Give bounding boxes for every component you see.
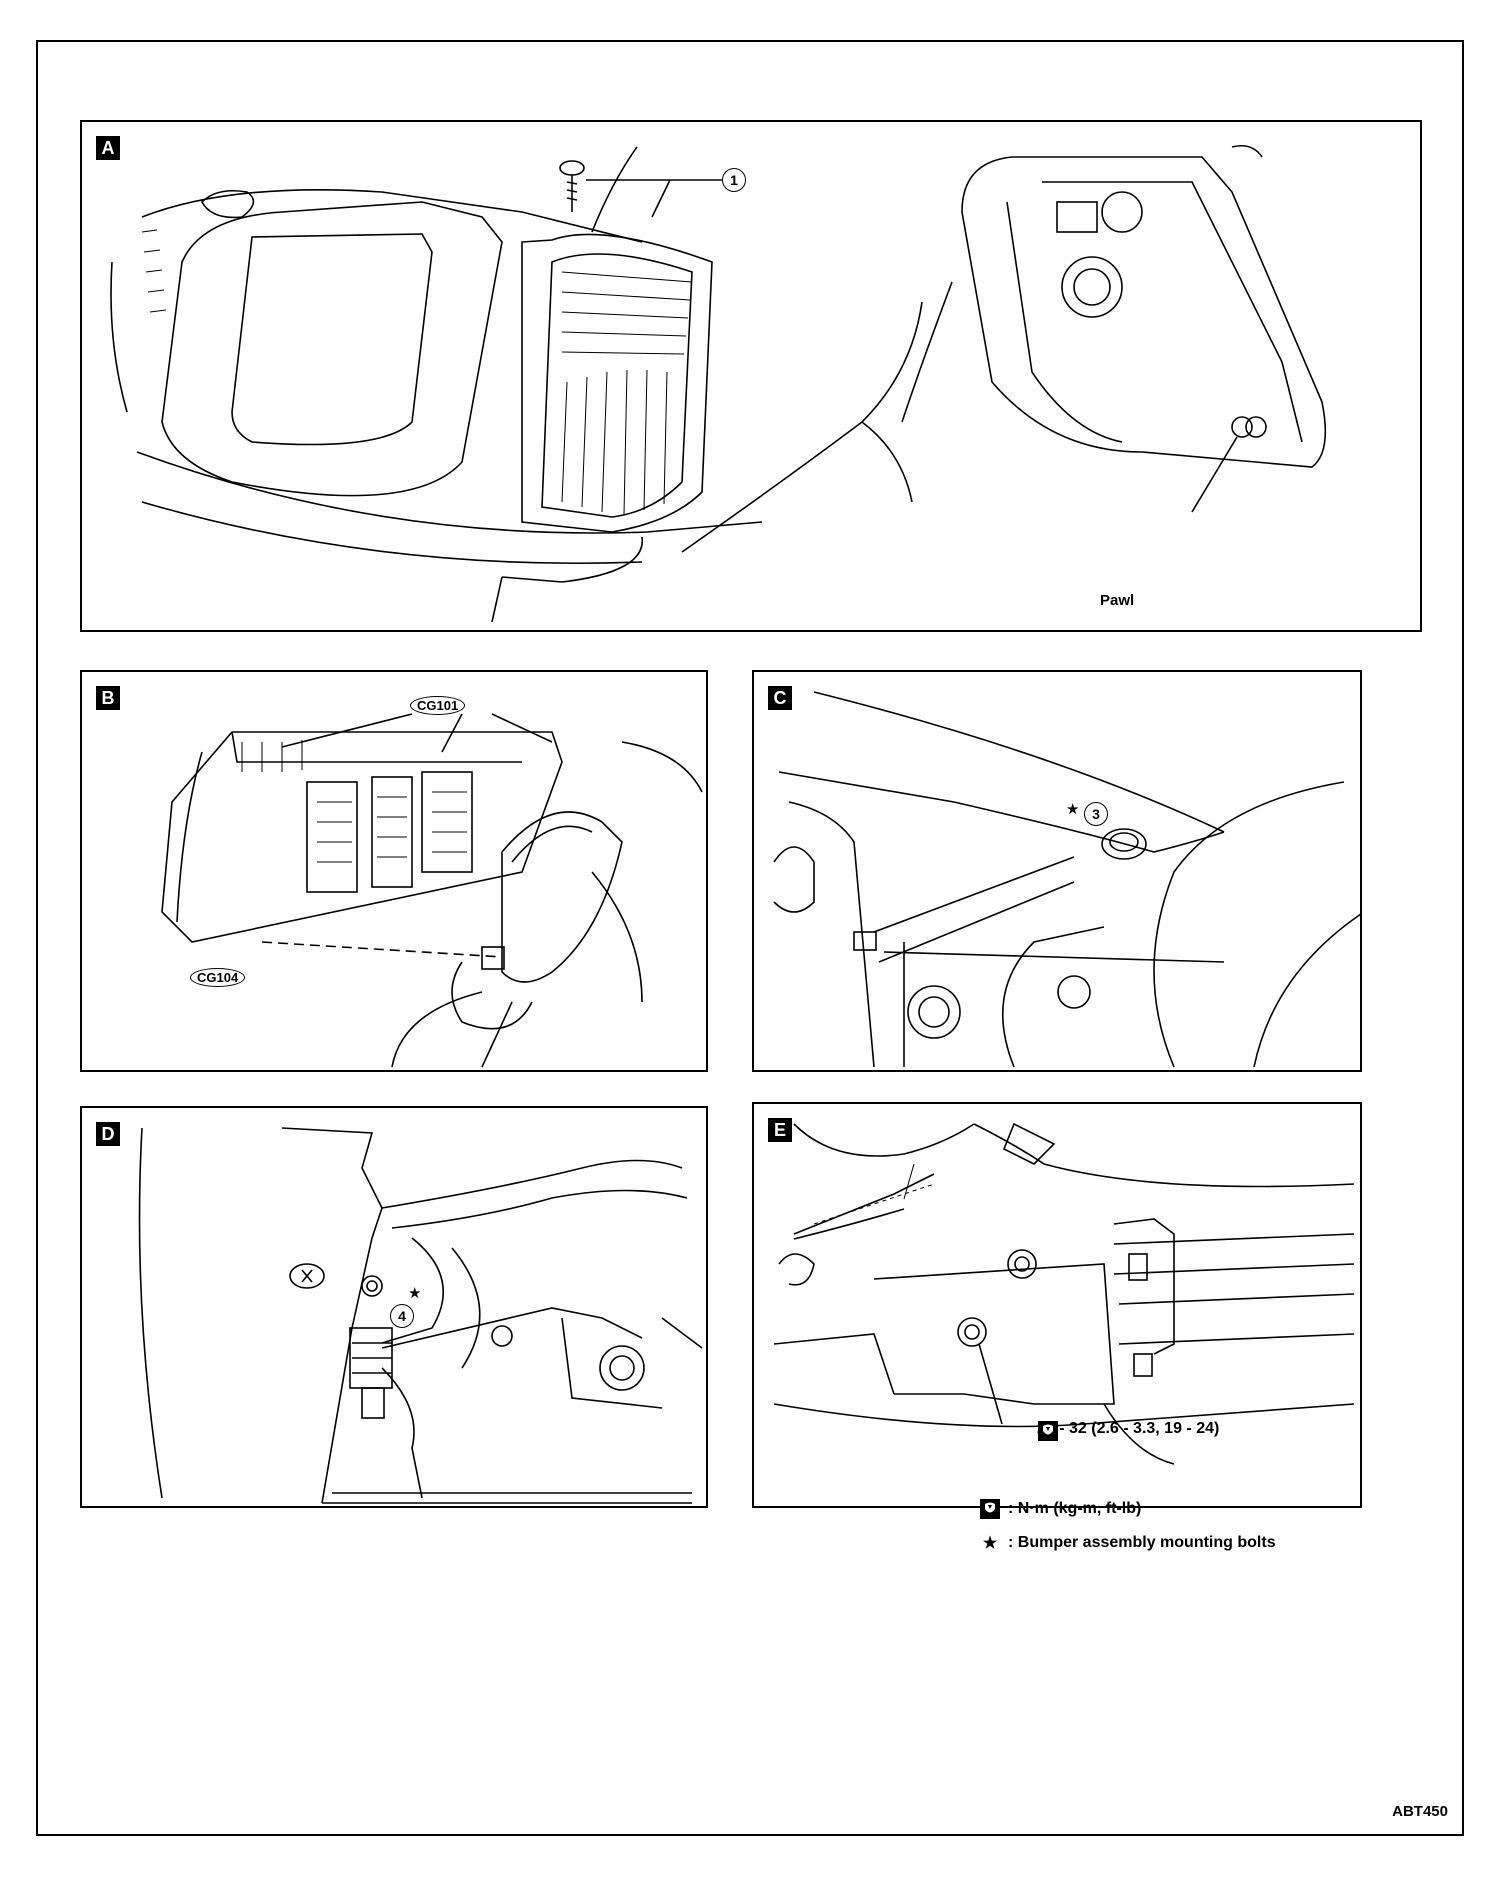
panel-b-drawing [161, 713, 703, 1068]
panel-c-drawing [773, 691, 1360, 1068]
panel-a-drawing [110, 144, 1327, 623]
callout-1: 1 [722, 168, 746, 192]
panel-d-drawing [138, 1127, 703, 1504]
panel-e-drawing [773, 1122, 1355, 1465]
legend-torque-units: : N·m (kg-m, ft-lb) [1008, 1500, 1142, 1517]
figure-code: ABT450 [1392, 1803, 1448, 1820]
legend-torque-row: : N·m (kg-m, ft-lb) [972, 1492, 1276, 1526]
torque-spec: 25 - 32 (2.6 - 3.3, 19 - 24) [1037, 1420, 1220, 1437]
page-frame: A 1 Pawl [36, 40, 1464, 1836]
panel-d: D ★ 4 [80, 1106, 708, 1508]
panel-a-tag: A [96, 136, 120, 160]
legend-star-row: ★ : Bumper assembly mounting bolts [972, 1526, 1276, 1560]
torque-wrench-icon [1038, 1421, 1058, 1441]
connector-cg104-label: CG104 [190, 968, 246, 987]
panel-b: B CG101 CG104 [80, 670, 708, 1072]
pawl-label: Pawl [1100, 592, 1135, 609]
legend: : N·m (kg-m, ft-lb) ★ : Bumper assembly … [972, 1492, 1276, 1560]
panel-a: A 1 Pawl [80, 120, 1422, 632]
panel-d-tag: D [96, 1122, 120, 1146]
panel-c-tag: C [768, 686, 792, 710]
torque-callout: 25 - 32 (2.6 - 3.3, 19 - 24) [1037, 1420, 1220, 1441]
callout-3: 3 [1084, 802, 1108, 826]
star-icon: ★ [982, 1535, 998, 1552]
connector-cg101-label: CG101 [410, 696, 466, 715]
bumper-bolt-star-c: ★ [1066, 800, 1080, 818]
torque-wrench-icon [980, 1499, 1000, 1519]
callout-4: 4 [390, 1304, 414, 1328]
panel-b-tag: B [96, 686, 120, 710]
panel-e-tag: E [768, 1118, 792, 1142]
legend-star-meaning: : Bumper assembly mounting bolts [1008, 1534, 1276, 1551]
panel-e: E 25 - 32 (2.6 - 3.3, 19 - 24) [752, 1102, 1362, 1508]
panel-c: C ★ 3 [752, 670, 1362, 1072]
bumper-bolt-star-d: ★ [408, 1284, 422, 1302]
